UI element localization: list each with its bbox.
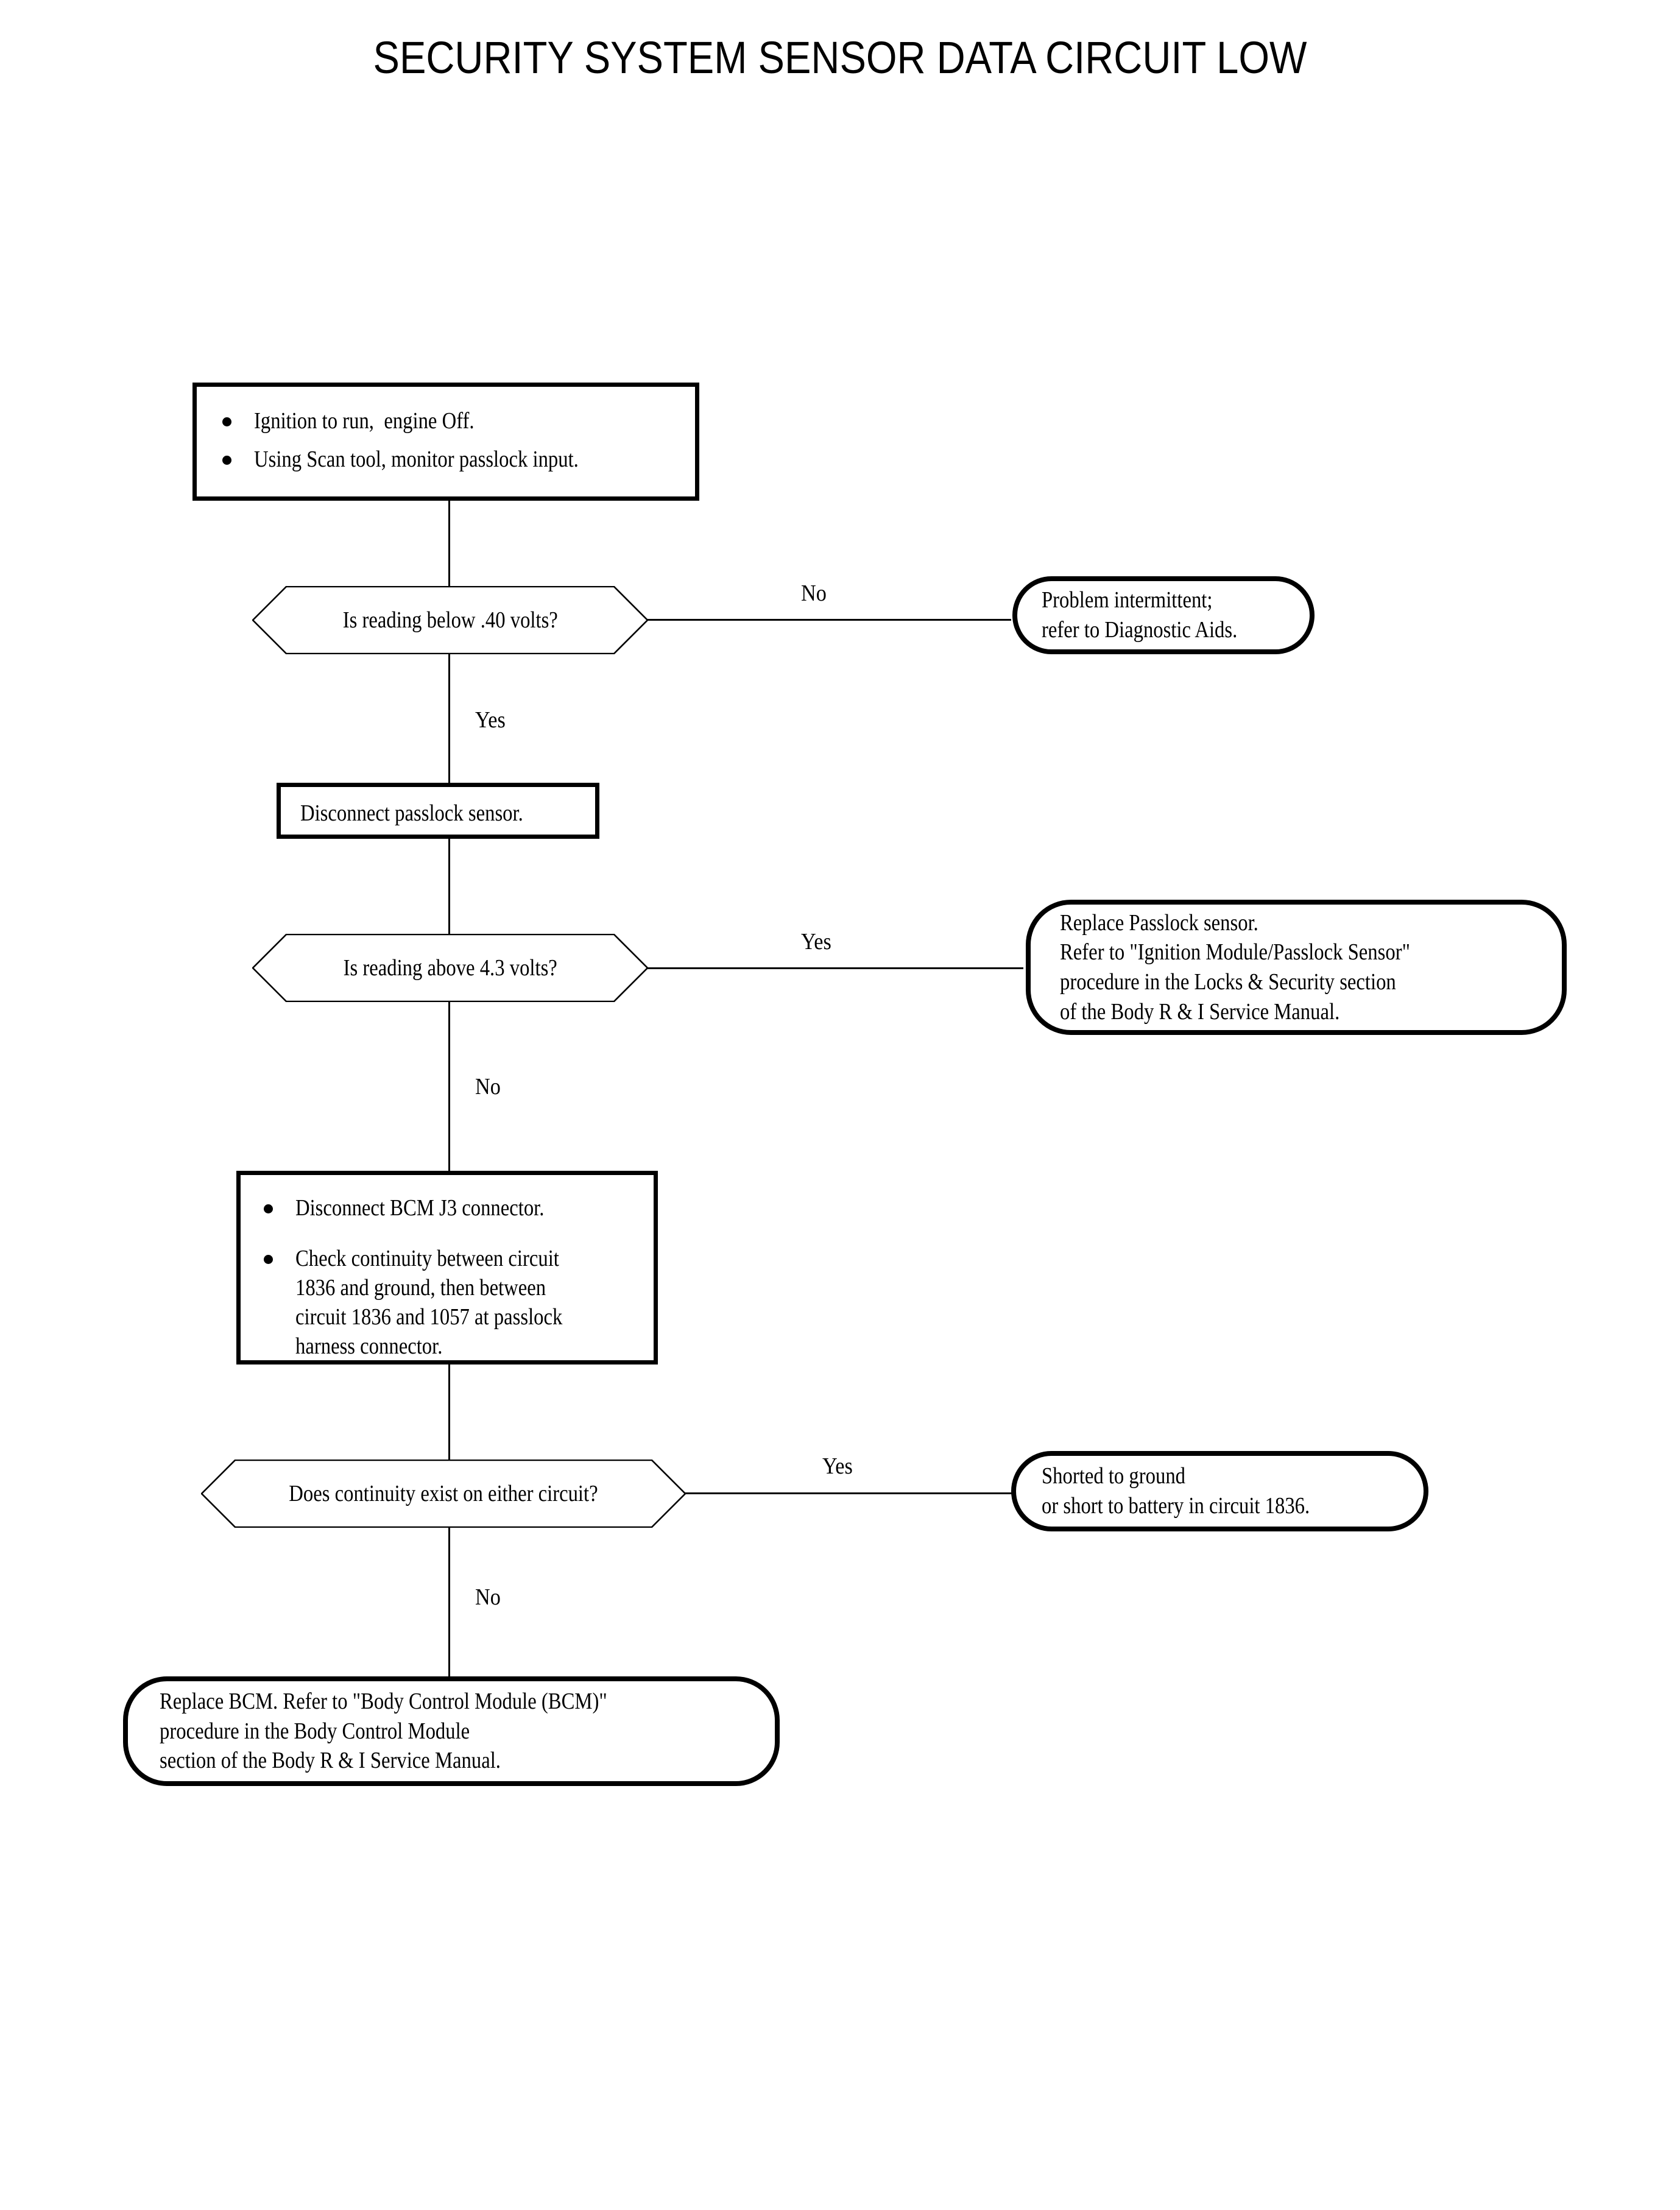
node-step3: Disconnect BCM J3 connector. Check conti… bbox=[236, 1171, 658, 1364]
node-result1: Problem intermittent; refer to Diagnosti… bbox=[1012, 576, 1315, 654]
decision2-label: Is reading above 4.3 volts? bbox=[343, 955, 557, 981]
connector-step2-to-decision2 bbox=[448, 838, 450, 935]
page-title: SECURITY SYSTEM SENSOR DATA CIRCUIT LOW bbox=[373, 32, 1307, 83]
bullet-icon bbox=[264, 1255, 273, 1264]
decision3-label: Does continuity exist on either circuit? bbox=[289, 1481, 598, 1506]
result3-text: Shorted to ground or short to battery in… bbox=[1042, 1463, 1310, 1519]
edge-label-decision1-yes: Yes bbox=[475, 707, 506, 733]
node-decision1: Is reading below .40 volts? bbox=[252, 586, 648, 654]
edge-label-decision3-yes: Yes bbox=[822, 1453, 853, 1479]
bullet-icon bbox=[222, 456, 231, 465]
decision1-label: Is reading below .40 volts? bbox=[342, 607, 558, 633]
node-step2: Disconnect passlock sensor. bbox=[277, 783, 599, 839]
edge-label-decision2-no: No bbox=[475, 1074, 501, 1100]
decision2-text-wrap: Is reading above 4.3 volts? bbox=[252, 934, 648, 1002]
step2-label: Disconnect passlock sensor. bbox=[300, 800, 523, 826]
result2-text: Replace Passlock sensor. Refer to "Ignit… bbox=[1060, 909, 1410, 1025]
node-result3: Shorted to ground or short to battery in… bbox=[1011, 1451, 1428, 1531]
connector-step3-to-decision3 bbox=[448, 1364, 450, 1462]
decision-hexagon-shape bbox=[252, 934, 648, 1002]
connector-decision1-to-step2 bbox=[448, 654, 450, 785]
connector-decision2-to-step3 bbox=[448, 1001, 450, 1171]
step3-bullet-1: Disconnect BCM J3 connector. bbox=[295, 1195, 545, 1221]
connector-step1-to-decision1 bbox=[448, 500, 450, 588]
result1-text: Problem intermittent; refer to Diagnosti… bbox=[1042, 587, 1238, 643]
decision-hexagon-shape bbox=[201, 1460, 686, 1528]
edge-label-decision2-yes: Yes bbox=[801, 929, 831, 955]
node-decision2: Is reading above 4.3 volts? bbox=[252, 934, 648, 1002]
step3-bullet-2-line1: Check continuity between circuit bbox=[295, 1246, 559, 1271]
node-decision3: Does continuity exist on either circuit? bbox=[201, 1460, 686, 1528]
edge-label-decision1-no: No bbox=[801, 581, 827, 606]
step3-bullet-2-line3: circuit 1836 and 1057 at passlock bbox=[295, 1304, 563, 1330]
connector-decision3-to-result3 bbox=[683, 1492, 1012, 1494]
connector-decision3-to-result4 bbox=[448, 1525, 450, 1678]
bullet-icon bbox=[222, 417, 231, 426]
decision1-text-wrap: Is reading below .40 volts? bbox=[252, 586, 648, 654]
decision3-text-wrap: Does continuity exist on either circuit? bbox=[201, 1460, 686, 1528]
node-result2: Replace Passlock sensor. Refer to "Ignit… bbox=[1026, 900, 1567, 1035]
node-result4: Replace BCM. Refer to "Body Control Modu… bbox=[123, 1676, 780, 1786]
step3-bullet-2-line2: 1836 and ground, then between bbox=[295, 1275, 546, 1301]
connector-decision2-to-result2 bbox=[646, 967, 1023, 969]
step1-bullet-1: Ignition to run, engine Off. bbox=[254, 408, 475, 434]
bullet-icon bbox=[264, 1204, 273, 1213]
edge-label-decision3-no: No bbox=[475, 1584, 501, 1610]
step3-bullet-2-line4: harness connector. bbox=[295, 1333, 443, 1359]
decision-hexagon-shape bbox=[252, 586, 648, 654]
step1-bullet-2: Using Scan tool, monitor passlock input. bbox=[254, 447, 579, 472]
result4-text: Replace BCM. Refer to "Body Control Modu… bbox=[160, 1689, 607, 1774]
connector-decision1-to-result1 bbox=[646, 619, 1011, 621]
node-step1: Ignition to run, engine Off. Using Scan … bbox=[192, 383, 699, 501]
